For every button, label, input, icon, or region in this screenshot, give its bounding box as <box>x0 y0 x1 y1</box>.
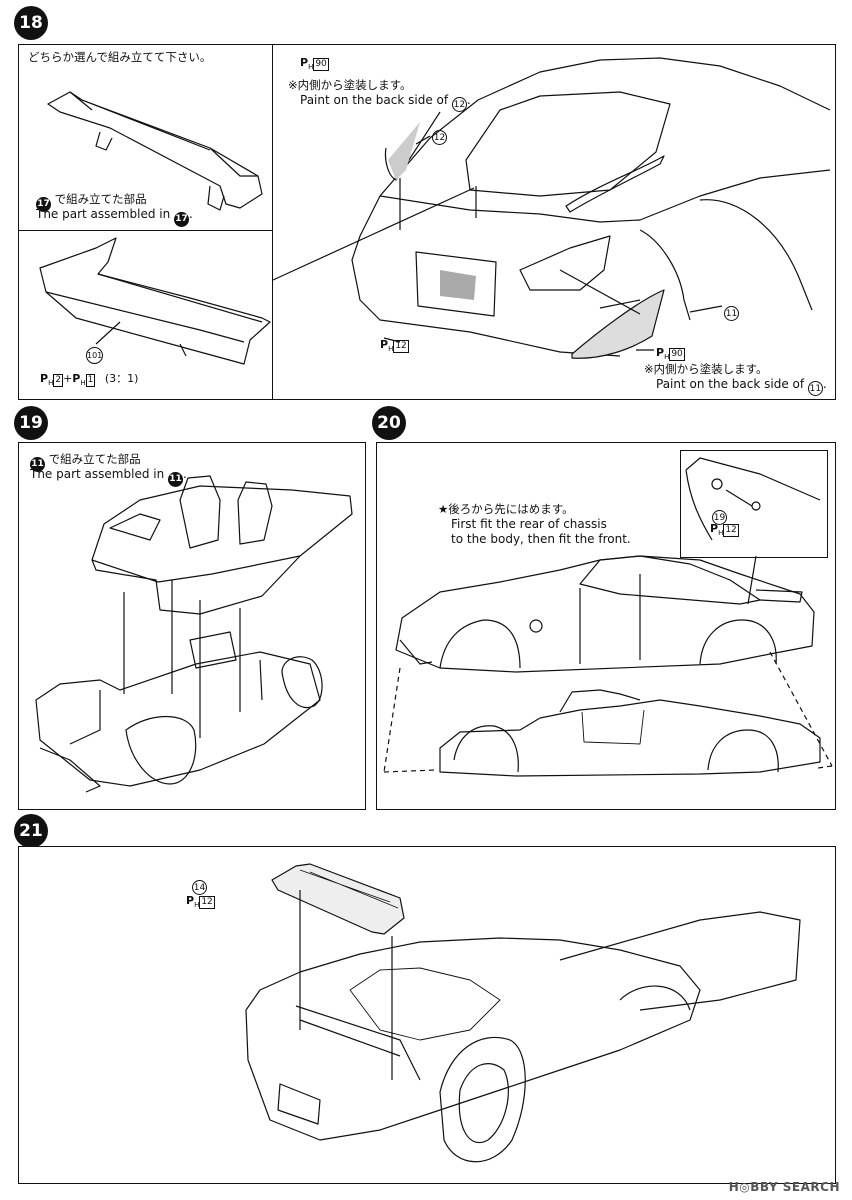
note-bottom-en: Paint on the back side of 11. <box>656 377 827 396</box>
step-20-note-en-1: First fit the rear of chassis <box>451 517 607 531</box>
connector-line <box>272 187 475 281</box>
step-18-option-box <box>18 44 273 400</box>
choose-one-text: どちらか選んで組み立てて下さい。 <box>28 50 212 64</box>
step-20-note-jp: ★後ろから先にはめます。 <box>438 502 574 516</box>
part-17-marker-en: 17 <box>174 212 190 227</box>
step-18-option-divider <box>18 230 273 231</box>
step-19-panel <box>18 442 366 810</box>
rear-car-drawing <box>351 57 831 359</box>
assembled-11-en: The part assembled in 11. <box>30 467 187 487</box>
part-14-callout: 14 <box>192 876 207 895</box>
part-11-callout: 11 <box>724 302 739 321</box>
full-car-drawing <box>383 457 833 777</box>
ducktail-spoiler-drawing <box>39 237 271 365</box>
step-20-note-en-2: to the body, then fit the front. <box>451 532 631 546</box>
wing-spoiler-drawing <box>47 91 263 211</box>
watermark: H◎BBY SEARCH <box>728 1180 840 1194</box>
step-20-detail-box <box>680 450 828 558</box>
note-top-en: Paint on the back side of 12. <box>300 93 471 112</box>
assembled-17-en: The part assembled in 17. <box>36 207 193 227</box>
step-18-number: 18 <box>14 6 48 40</box>
note-bottom-jp: ※内側から塗装します。 <box>644 362 768 376</box>
part-17-marker: 17 <box>36 197 51 212</box>
step-20-number: 20 <box>372 406 406 440</box>
part-101-label: 101 <box>86 344 103 364</box>
note-top-jp: ※内側から塗装します。 <box>288 78 412 92</box>
interior-chassis-drawing <box>35 475 353 793</box>
step-21-number: 21 <box>14 814 48 848</box>
part-19-callout: 19 <box>712 506 727 525</box>
assembled-17-jp: 17 で組み立てた部品 <box>36 192 147 212</box>
engine-bay-drawing <box>245 863 801 1163</box>
assembled-11-jp: 11 で組み立てた部品 <box>30 452 141 472</box>
step-19-number: 19 <box>14 406 48 440</box>
step-21-panel <box>18 846 836 1184</box>
